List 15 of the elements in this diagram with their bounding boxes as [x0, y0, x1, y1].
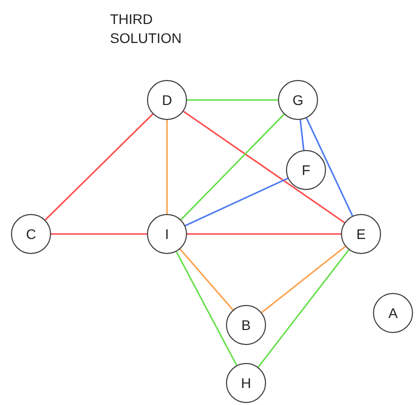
- connector-line: [176, 251, 238, 366]
- connector-line: [187, 233, 341, 235]
- connector-line: [258, 249, 350, 368]
- connector-line: [180, 114, 285, 220]
- connector-line: [180, 248, 234, 310]
- connector-line: [44, 114, 154, 220]
- connector-line: [261, 246, 346, 314]
- diagram-title: THIRD SOLUTION: [110, 10, 183, 48]
- connector-line: [51, 233, 147, 235]
- connector-line: [306, 118, 354, 216]
- connector-line: [300, 120, 304, 150]
- connector-line: [187, 99, 278, 101]
- connector-line: [166, 120, 168, 214]
- connector-line: [184, 178, 288, 226]
- connector-line: [183, 110, 345, 224]
